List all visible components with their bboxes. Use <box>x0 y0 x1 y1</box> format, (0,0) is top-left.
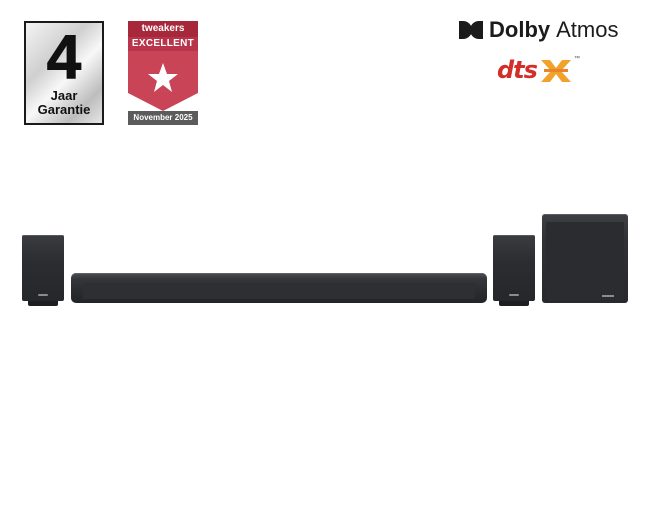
atmos-wordmark: Atmos <box>556 17 619 42</box>
dolby-wordmark: Dolby <box>489 17 551 42</box>
subwoofer <box>542 214 628 303</box>
speaker-logo <box>509 294 519 296</box>
dts-wordmark: dts <box>497 56 538 84</box>
warranty-line-2: Garantie <box>37 102 91 117</box>
right-rear-speaker <box>493 235 535 306</box>
dolby-atmos-logo: Dolby Atmos <box>459 16 618 44</box>
award-date: November 2025 <box>128 111 198 125</box>
subwoofer-logo <box>602 295 614 297</box>
award-label: EXCELLENT <box>131 38 195 49</box>
award-shield-icon <box>128 37 198 111</box>
speaker-logo <box>38 294 48 296</box>
trademark: ™ <box>573 56 580 62</box>
soundbar-grille <box>83 283 475 299</box>
warranty-years: 4 <box>46 23 82 92</box>
dts-x-icon: X <box>540 60 571 82</box>
warranty-badge: 4 Jaar Garantie <box>24 21 104 125</box>
tweakers-award-badge: tweakers EXCELLENT November 2025 <box>128 21 198 126</box>
warranty-line-1: Jaar <box>50 88 78 103</box>
dts-x-logo: dts X ™ <box>497 56 580 84</box>
star-icon <box>148 63 178 92</box>
subwoofer-front <box>546 222 624 300</box>
dolby-double-d-icon <box>459 21 483 39</box>
tweakers-brand: tweakers <box>128 21 198 37</box>
soundbar <box>71 273 487 303</box>
speaker-base <box>28 301 58 306</box>
left-rear-speaker <box>22 235 64 306</box>
speaker-base <box>499 301 529 306</box>
